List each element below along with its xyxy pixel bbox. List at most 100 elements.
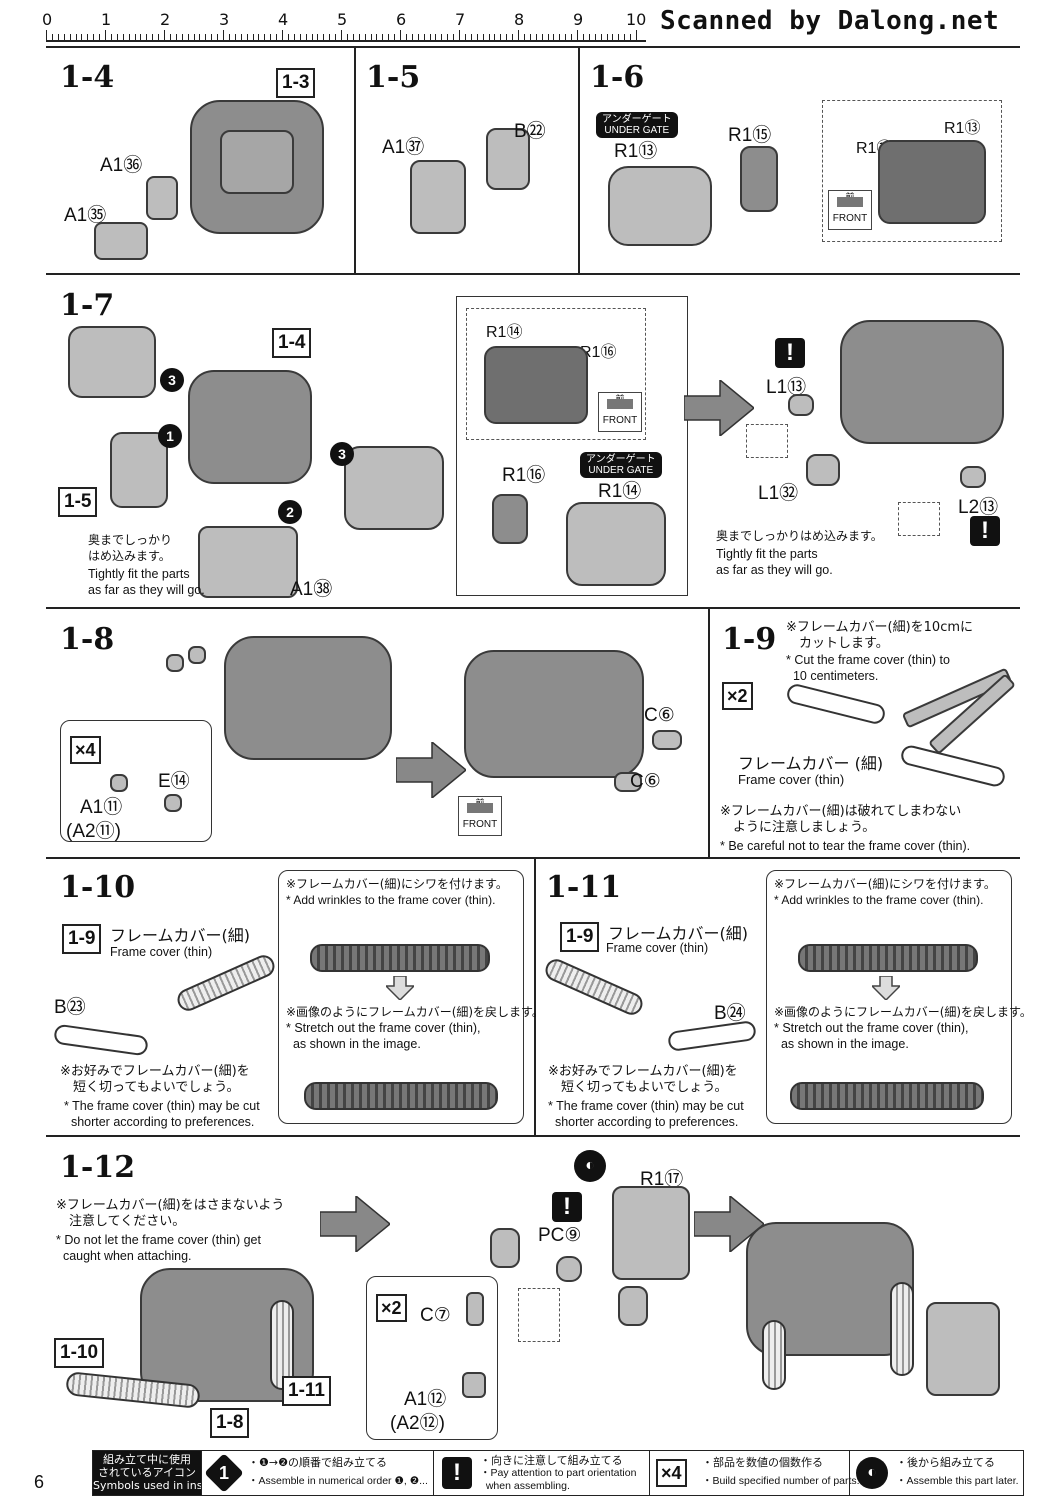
ruler-tick — [217, 34, 219, 40]
part-label: E⑭ — [158, 771, 190, 792]
ruler-tick — [187, 34, 189, 40]
reference-box: 1-9 — [62, 924, 102, 954]
armor-piece-drawing — [146, 176, 178, 220]
part-label: B㉒ — [514, 121, 546, 142]
note-jp: 奥までしっかり はめ込みます。 — [88, 533, 173, 563]
ruler-number: 9 — [573, 10, 584, 29]
ruler-tick — [571, 34, 573, 40]
ruler-tick — [506, 34, 508, 40]
note-en: Tightly fit the parts as far as they wil… — [88, 567, 205, 597]
note-en: * The frame cover (thin) may be cut shor… — [548, 1099, 744, 1129]
frame-cover-tube-drawing — [798, 944, 978, 972]
divider — [354, 46, 356, 274]
next-stage-arrow-icon — [395, 740, 468, 800]
legend-jp: ・後から組み立てる — [896, 1456, 995, 1469]
order-badge: 2 — [278, 500, 302, 524]
ruler-tick — [193, 34, 195, 40]
divider — [46, 1135, 1020, 1137]
ruler: 0 1 2 3 4 5 6 7 8 9 10 — [42, 10, 647, 42]
ruler-tick — [287, 34, 289, 40]
part-label: A1㉟ — [64, 205, 107, 226]
ruler-tick — [453, 34, 455, 40]
ruler-tick — [140, 34, 142, 40]
ruler-tick — [400, 30, 401, 40]
ruler-tick — [105, 30, 106, 40]
ruler-tick — [99, 34, 101, 40]
legend-jp: ・向きに注意して組み立てる — [480, 1454, 623, 1467]
ruler-tick — [299, 34, 301, 40]
scan-credit: Scanned by Dalong.net — [660, 6, 1000, 36]
frame-cover-label-jp: フレームカバー (細) — [738, 754, 884, 773]
divider — [708, 607, 710, 858]
ruler-tick — [577, 30, 578, 40]
ruler-number: 10 — [626, 10, 647, 29]
frame-cover-label-en: Frame cover (thin) — [110, 945, 213, 959]
detail-inset — [466, 308, 646, 440]
order-diamond-icon: 1 — [204, 1453, 244, 1493]
ruler-tick — [636, 30, 637, 40]
ruler-tick — [169, 34, 171, 40]
ruler-tick — [535, 34, 537, 40]
next-stage-arrow-icon — [683, 378, 756, 438]
ruler-tick — [470, 34, 472, 40]
divider — [534, 857, 536, 1136]
armor-piece-drawing — [486, 128, 530, 190]
part-label: (A2⑪) — [66, 821, 121, 842]
ruler-tick — [382, 34, 384, 40]
part-label: A1⑫ — [404, 1389, 447, 1410]
ruler-number: 4 — [278, 10, 289, 29]
part-label: L2⑬ — [958, 497, 999, 518]
armor-piece-drawing — [68, 326, 156, 398]
ruler-tick — [323, 34, 325, 40]
ruler-tick — [335, 34, 337, 40]
front-indicator: 前 FRONT — [598, 392, 642, 432]
ruler-tick — [464, 34, 466, 40]
armor-piece-drawing — [614, 772, 642, 792]
ruler-tick — [429, 34, 431, 40]
ruler-number: 5 — [337, 10, 348, 29]
ruler-tick — [264, 34, 266, 40]
ruler-number: 0 — [42, 10, 53, 29]
frame-cover-tube-drawing — [790, 1082, 984, 1110]
order-badge: 3 — [160, 368, 184, 392]
frame-cover-rod-drawing — [899, 743, 1007, 789]
detail-inset — [822, 100, 1002, 242]
legend-en: ・Pay attention to part orientation when … — [480, 1467, 637, 1492]
front-indicator: 前 FRONT — [828, 190, 872, 230]
part-label: A1㊱ — [100, 155, 143, 176]
ruler-tick — [476, 34, 478, 40]
ruler-tick — [311, 34, 313, 40]
reference-box: 1-11 — [282, 1376, 331, 1406]
part-label: A1㊳ — [290, 579, 333, 600]
armor-piece-drawing — [878, 140, 986, 224]
ruler-tick — [618, 34, 620, 40]
reference-box: 1-3 — [276, 68, 316, 98]
frame-cover-tube-drawing — [270, 1300, 294, 1390]
down-arrow-icon — [870, 975, 902, 1002]
legend-item: ! ・向きに注意して組み立てる ・Pay attention to part o… — [433, 1451, 637, 1495]
ruler-tick — [394, 34, 396, 40]
armor-piece-drawing — [94, 222, 148, 260]
legend-item: 1 ・❶→❷の順番で組み立てる ・Assemble in numerical o… — [201, 1451, 432, 1495]
front-arrow-icon — [467, 803, 493, 813]
orientation-warning-icon: ! — [442, 1457, 472, 1489]
armor-piece-drawing — [926, 1302, 1000, 1396]
ruler-tick — [565, 34, 567, 40]
ruler-tick — [205, 34, 207, 40]
frame-cover-tube-drawing — [174, 951, 278, 1015]
frame-cover-tube-drawing — [762, 1320, 786, 1390]
quantity-icon: ×4 — [656, 1459, 687, 1487]
armor-piece-drawing — [652, 730, 682, 750]
inset-note-en: * Stretch out the frame cover (thin), as… — [286, 1021, 481, 1051]
reference-box: 1-4 — [272, 328, 312, 358]
inset-note-jp: ※フレームカバー(細)にシワを付けます。 — [774, 877, 996, 891]
ruler-tick — [122, 34, 124, 40]
front-indicator: 前 FRONT — [458, 796, 502, 836]
inset-note-en: * Stretch out the frame cover (thin), as… — [774, 1021, 969, 1051]
ruler-number: 2 — [160, 10, 171, 29]
polycap-drawing — [164, 794, 182, 812]
orientation-warning-icon: ! — [970, 516, 1000, 546]
ruler-tick — [81, 34, 83, 40]
armor-piece-drawing — [344, 446, 444, 530]
armor-piece-drawing — [466, 1292, 484, 1326]
